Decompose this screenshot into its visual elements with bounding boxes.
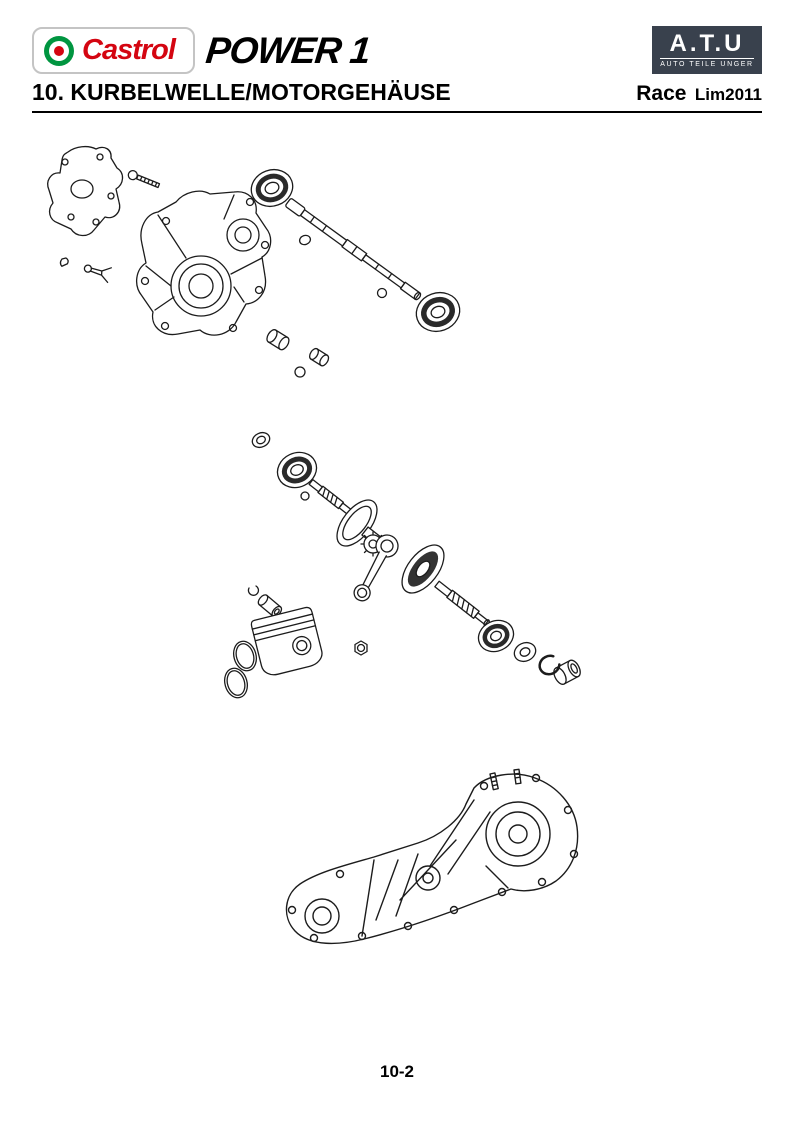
diagram-crankcase-cover-exploded: [47, 145, 461, 378]
gasket-part: [47, 145, 124, 237]
piston-ring-part: [223, 667, 249, 699]
model-variant: Lim2011: [694, 85, 762, 104]
clip-part: [59, 257, 69, 267]
fork-part: [83, 264, 112, 284]
bearing-part: [276, 451, 318, 489]
piston-part: [250, 606, 323, 676]
connecting-rod-part: [353, 534, 399, 602]
section-title: 10. KURBELWELLE/MOTORGEHÄUSE: [32, 79, 451, 105]
atu-logo-text: A.T.U: [669, 30, 745, 57]
castrol-logo: Castrol: [32, 27, 195, 74]
crankshaft-part: [308, 478, 490, 627]
power1-logo: POWER 1: [203, 30, 372, 71]
seal-part: [251, 431, 271, 449]
o-ring-part: [294, 366, 306, 378]
bearing-part: [415, 291, 461, 333]
circlip-part: [538, 654, 561, 676]
castrol-logo-text: Castrol: [82, 34, 176, 66]
nut-part: [354, 640, 368, 656]
atu-logo-subtext: AUTO TEILE UNGER: [660, 58, 754, 68]
bolt-part: [127, 169, 161, 189]
bearing-part: [477, 619, 515, 653]
section-title-row: 10. KURBELWELLE/MOTORGEHÄUSE Race Lim201…: [32, 79, 762, 113]
atu-logo: A.T.U AUTO TEILE UNGER: [652, 26, 762, 74]
diagram-crankcase-housing: [285, 768, 579, 945]
page-number: 10-2: [379, 1062, 415, 1081]
bearing-part: [250, 168, 294, 208]
diagram-crankshaft-piston-exploded: [223, 431, 581, 699]
washer-part: [513, 641, 537, 663]
shaft-part: [285, 198, 422, 301]
model-name: Race: [636, 82, 687, 105]
o-ring-part: [300, 491, 310, 501]
model-label: Race Lim2011: [636, 82, 762, 106]
bushing-part: [553, 659, 581, 685]
circlip-part: [247, 585, 260, 596]
o-ring-part: [376, 287, 388, 299]
bushing-part: [266, 329, 290, 351]
o-ring-part: [298, 234, 312, 246]
castrol-icon: [44, 35, 74, 66]
crankcase-half-part: [136, 190, 272, 336]
crankcase-housing-part: [285, 768, 579, 945]
piston-ring-part: [232, 640, 258, 672]
bushing-part: [309, 347, 330, 367]
